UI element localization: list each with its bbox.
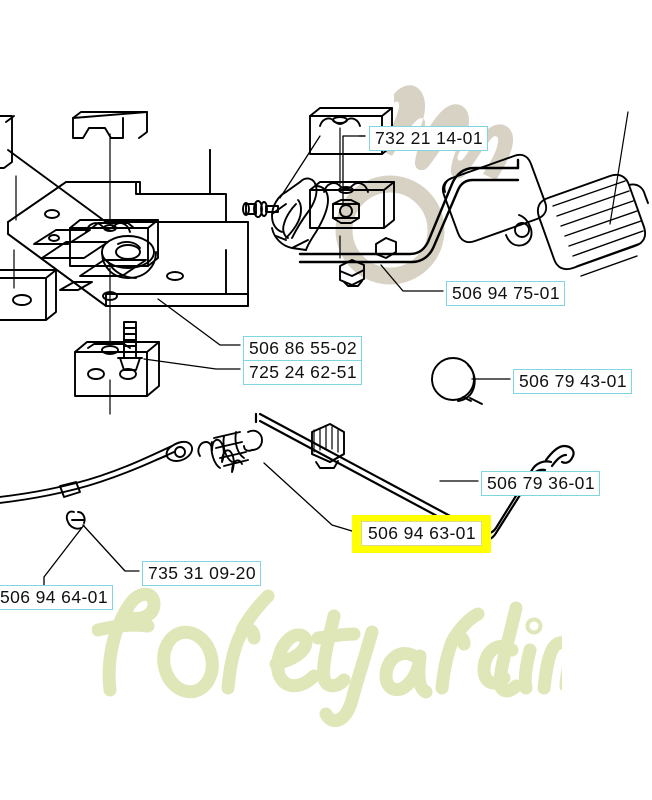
linkage-rod-fittings xyxy=(339,237,397,287)
clamp-block-bottom xyxy=(74,341,160,397)
callout-text: 506 86 55-02 xyxy=(249,338,357,358)
callout-label-506-94-63-01-highlighted[interactable]: 506 94 63-01 xyxy=(352,515,491,553)
alignment-lines xyxy=(13,127,341,415)
clamp-block-top-a xyxy=(72,111,148,139)
pedal-pad-ribbed xyxy=(536,173,649,277)
hex-nut xyxy=(332,199,360,224)
callout-text: 506 94 63-01 xyxy=(361,521,482,546)
clamp-block-upper-left xyxy=(0,115,15,169)
pedal-pad-plain xyxy=(441,153,548,247)
callout-label-506-79-36-01[interactable]: 506 79 36-01 xyxy=(481,471,600,496)
coil-spring xyxy=(197,429,263,473)
callout-label-506-86-55-02[interactable]: 506 86 55-02 xyxy=(243,336,362,361)
pedal-pad-leader xyxy=(609,111,629,225)
callout-text: 735 31 09-20 xyxy=(148,563,256,583)
callout-text: 506 94 64-01 xyxy=(0,587,108,607)
callout-label-735-31-09-20[interactable]: 735 31 09-20 xyxy=(142,561,261,586)
bolt-washer-nut xyxy=(242,200,279,218)
pulley xyxy=(101,235,157,279)
callout-label-506-94-64-01[interactable]: 506 94 64-01 xyxy=(0,585,113,610)
callout-text: 506 94 75-01 xyxy=(452,283,560,303)
callout-text: 506 79 43-01 xyxy=(519,371,627,391)
callout-label-732-21-14-01[interactable]: 732 21 14-01 xyxy=(369,126,488,151)
pedal-lever xyxy=(271,177,329,251)
callout-label-506-79-43-01[interactable]: 506 79 43-01 xyxy=(513,369,632,394)
hex-bolt xyxy=(117,321,143,371)
leader-lines xyxy=(43,135,511,586)
clamp-block-right xyxy=(309,181,395,229)
retaining-clip xyxy=(65,510,86,530)
knob xyxy=(431,357,483,405)
control-cable xyxy=(0,440,194,504)
callout-text: 725 24 62-51 xyxy=(249,362,357,382)
callout-text: 506 79 36-01 xyxy=(487,473,595,493)
callout-label-725-24-62-51[interactable]: 725 24 62-51 xyxy=(243,360,362,385)
linkage-rod xyxy=(298,158,520,264)
clamp-block-lower-left xyxy=(0,269,57,321)
mounting-plate xyxy=(7,149,249,307)
callout-label-506-94-75-01[interactable]: 506 94 75-01 xyxy=(446,281,565,306)
rod-clamp xyxy=(311,423,345,469)
callout-text: 732 21 14-01 xyxy=(375,128,483,148)
